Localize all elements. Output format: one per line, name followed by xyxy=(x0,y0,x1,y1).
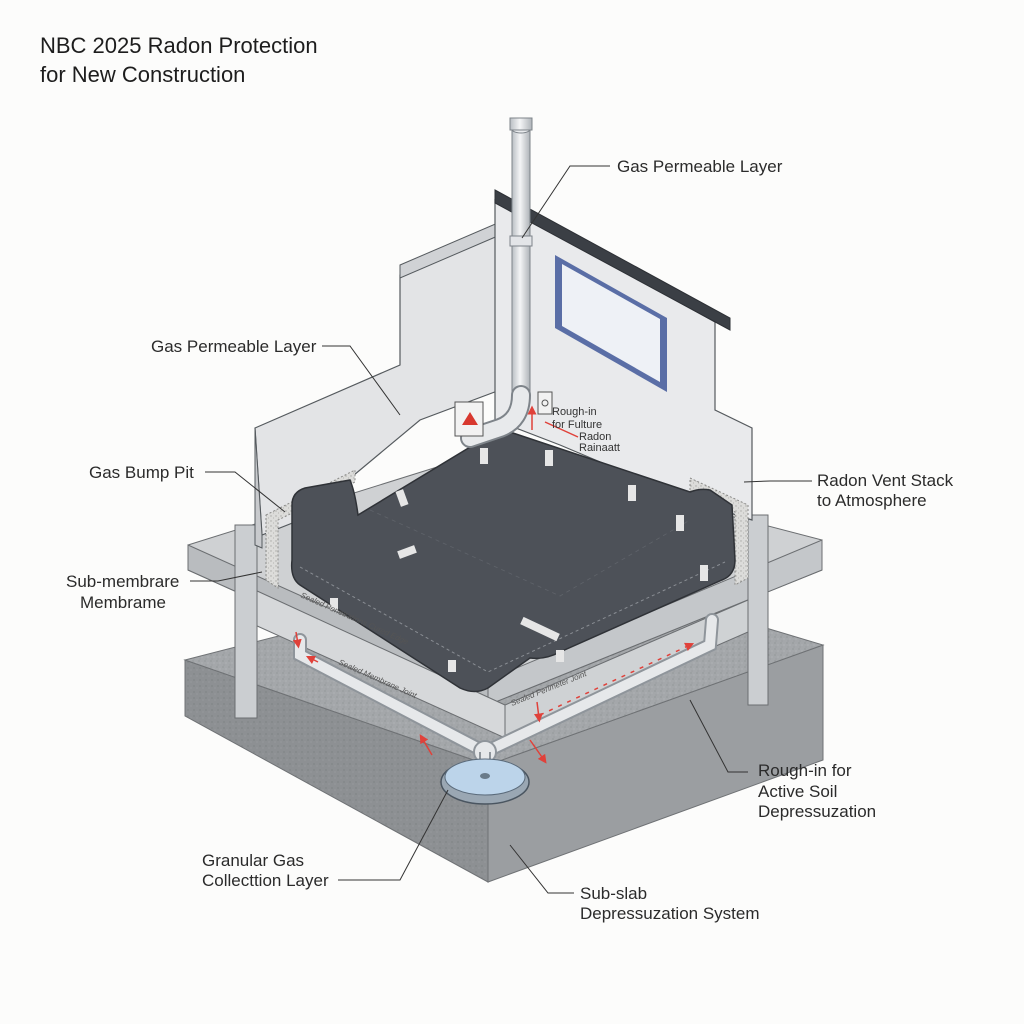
label-rough-in-future-2: for Fulture xyxy=(552,419,602,431)
title-line-2: for New Construction xyxy=(40,62,245,87)
label-gas-permeable-top: Gas Permeable Layer xyxy=(617,157,783,176)
label-radon-vent-1: Radon Vent Stack xyxy=(817,471,954,490)
label-rough-in-active-3: Depressuzation xyxy=(758,802,876,821)
label-sub-membrane-1: Sub-membrare xyxy=(66,572,179,591)
label-sub-membrane-2: Membrame xyxy=(80,593,166,612)
sub-slab-membrane xyxy=(290,430,736,693)
callouts: Gas Permeable Layer Gas Permeable Layer … xyxy=(66,157,954,923)
label-granular-1: Granular Gas xyxy=(202,851,304,870)
label-gas-permeable-left: Gas Permeable Layer xyxy=(151,337,317,356)
label-sub-slab-2: Depressuzation System xyxy=(580,904,760,923)
label-rough-in-active-2: Active Soil xyxy=(758,782,837,801)
walls xyxy=(254,189,753,549)
label-sub-slab-1: Sub-slab xyxy=(580,884,647,903)
label-rough-in-active-1: Rough-in for xyxy=(758,761,852,780)
leader-lines xyxy=(190,165,812,894)
label-granular-2: Collecttion Layer xyxy=(202,871,329,890)
sump-pit xyxy=(440,758,530,805)
label-rough-in-future-4: Rainaatt xyxy=(579,442,620,454)
label-gas-bump-pit: Gas Bump Pit xyxy=(89,463,194,482)
foundation-walls xyxy=(234,514,769,739)
label-radon-vent-2: to Atmosphere xyxy=(817,491,927,510)
label-rough-in-future-3: Radon xyxy=(579,431,611,443)
label-rough-in-future-1: Rough-in xyxy=(552,406,597,418)
title-line-1: NBC 2025 Radon Protection xyxy=(40,33,318,58)
radon-vent-stack xyxy=(454,117,553,448)
